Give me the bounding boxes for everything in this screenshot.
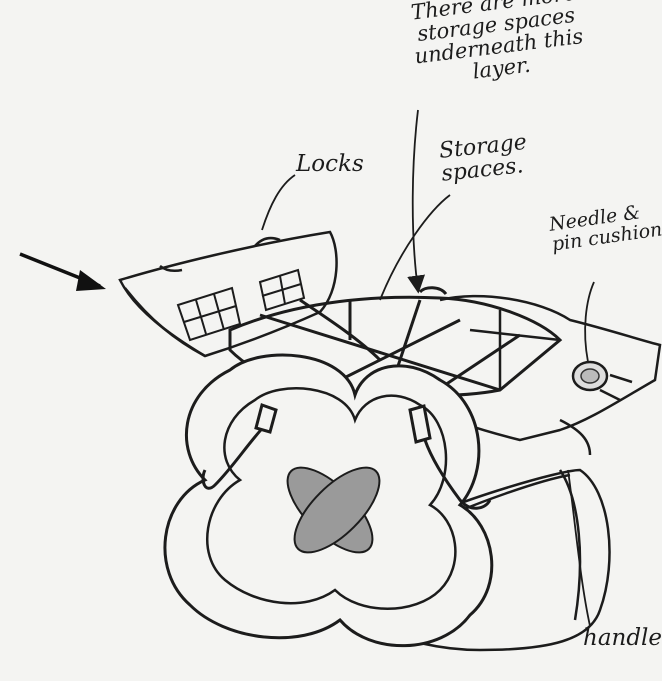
annotation-handles: handles [583,626,662,650]
annotation-locks: Locks [296,152,364,176]
annotation-storage-spaces: Storage spaces. [438,131,530,186]
leader-needle [585,282,594,362]
pin-cushion [573,362,607,390]
arrow-right-down-icon [20,254,106,291]
leader-locks [262,175,295,230]
leader-storage [380,195,450,300]
lock-right [260,270,304,310]
leader-underneath [413,110,418,290]
